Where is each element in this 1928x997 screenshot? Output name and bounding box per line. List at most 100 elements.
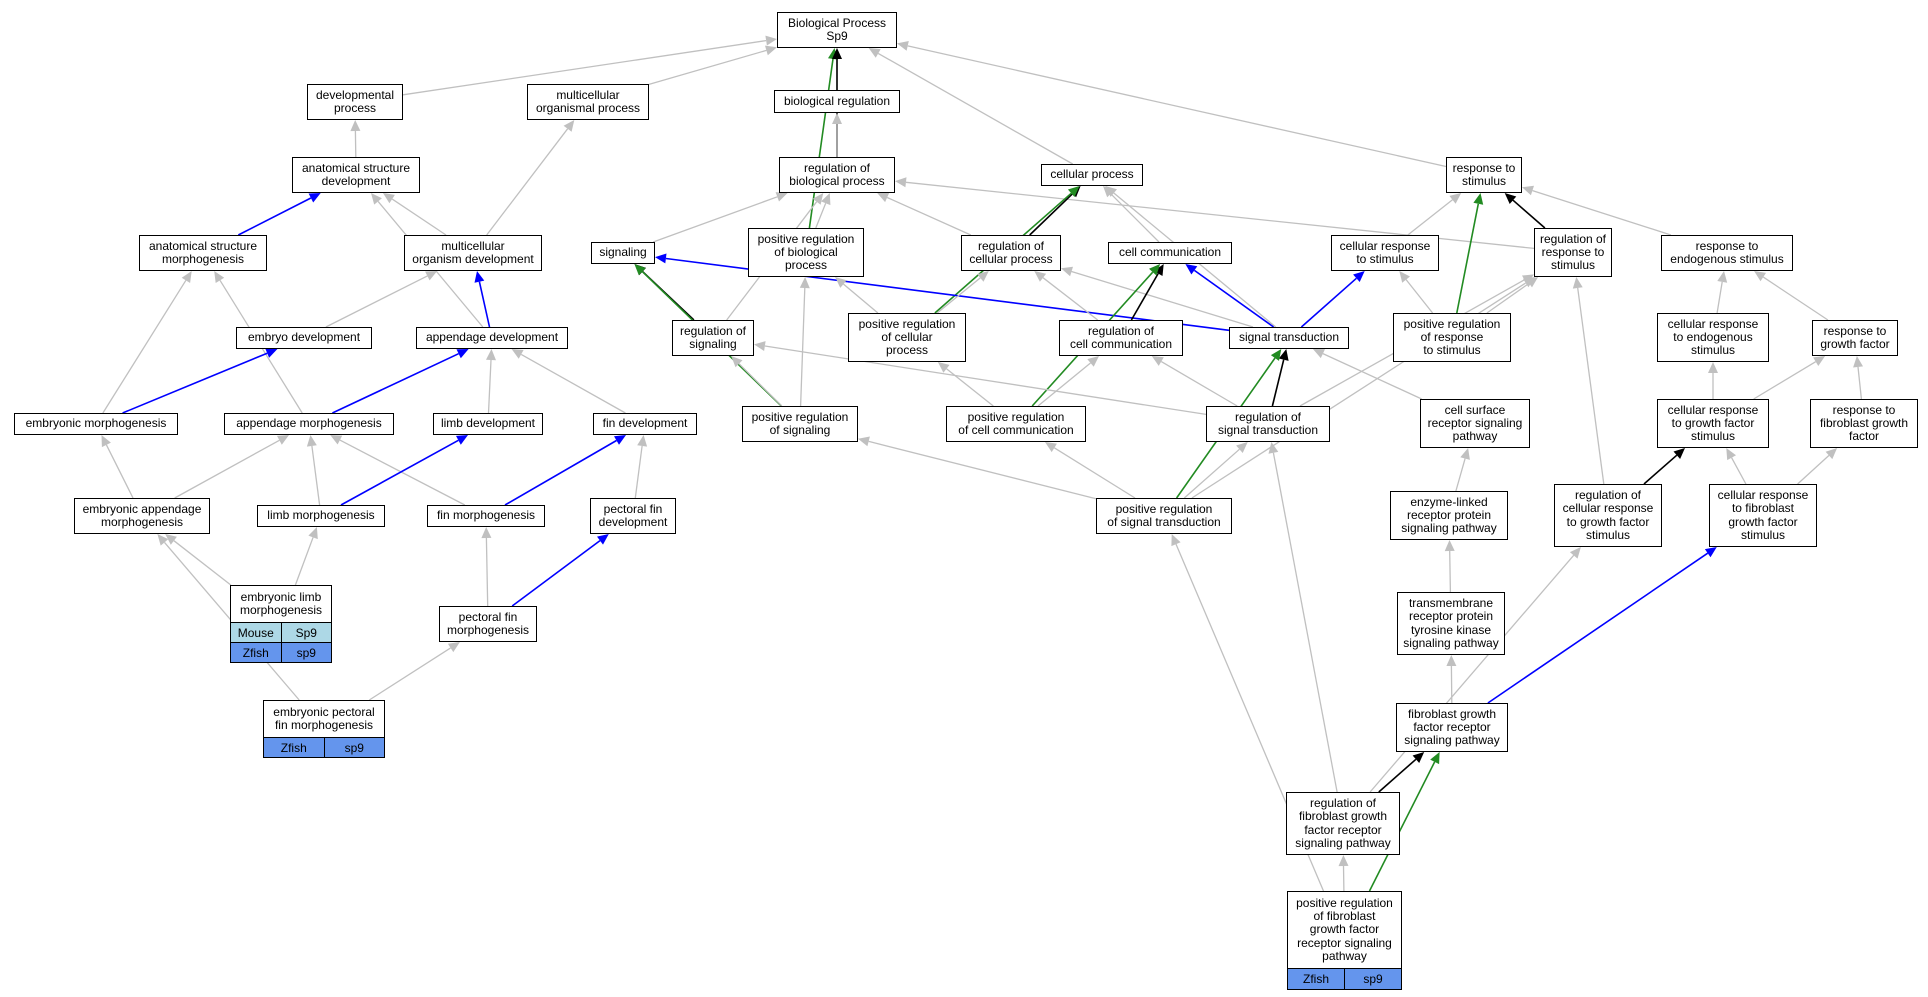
arrowhead-appdev-to-multidev	[474, 271, 485, 283]
node-title: positive regulation of fibroblast growth…	[1296, 895, 1393, 963]
arrowhead-posregfgfr-to-fgfr	[1430, 752, 1440, 765]
node-positive-regulation-of-signal-transduction[interactable]: positive regulation of signal transducti…	[1096, 498, 1232, 534]
node-regulation-of-response-to-stimulus[interactable]: regulation of response to stimulus	[1534, 228, 1612, 277]
node-anatomical-structure-morphogenesis[interactable]: anatomical structure morphogenesis	[139, 235, 267, 271]
node-positive-regulation-of-cellular-process[interactable]: positive regulation of cellular process	[848, 313, 966, 362]
edge-cellrespfgf-to-respfgf	[1797, 454, 1830, 485]
arrowhead-regresp-to-regbio	[895, 177, 907, 188]
node-regulation-of-signaling[interactable]: regulation of signaling	[672, 320, 754, 356]
edge-findev-to-appdev	[520, 353, 626, 414]
arrowhead-cellresp-to-resp	[1449, 193, 1462, 204]
node-appendage-morphogenesis[interactable]: appendage morphogenesis	[224, 413, 394, 435]
node-title: embryonic limb morphogenesis	[239, 589, 323, 617]
node-positive-regulation-of-response-to-stimulus[interactable]: positive regulation of response to stimu…	[1393, 313, 1511, 362]
arrowhead-cellrespgf-to-cellrespendo	[1708, 362, 1718, 373]
edge-limbmorph-to-limbdev	[340, 439, 459, 506]
node-limb-morphogenesis[interactable]: limb morphogenesis	[257, 505, 385, 527]
arrowhead-embpec-to-embappmorph	[157, 534, 169, 546]
node-biological-regulation[interactable]: biological regulation	[774, 90, 900, 113]
node-developmental-process[interactable]: developmental process	[307, 84, 403, 120]
arrowhead-pecfindev-to-findev	[637, 435, 648, 447]
node-signaling[interactable]: signaling	[591, 242, 655, 264]
node-transmembrane-receptor-protein-tyrosine-kinase-signaling-pathway[interactable]: transmembrane receptor protein tyrosine …	[1397, 592, 1505, 655]
node-positive-regulation-of-biological-process[interactable]: positive regulation of biological proces…	[748, 228, 864, 277]
node-response-to-fibroblast-growth-factor[interactable]: response to fibroblast growth factor	[1810, 399, 1918, 448]
arrowhead-embpec-to-pecfinmorph	[447, 642, 460, 653]
arrowhead-cellrespfgf-to-cellrespgf	[1726, 448, 1736, 461]
gene-cell: sp9	[280, 643, 331, 662]
node-pectoral-fin-morphogenesis[interactable]: pectoral fin morphogenesis	[439, 606, 537, 642]
node-positive-regulation-of-fibroblast-growth-factor-receptor-signaling-pathway[interactable]: positive regulation of fibroblast growth…	[1287, 891, 1402, 990]
arrowhead-respgf-to-respendo	[1754, 271, 1766, 282]
arrowhead-posregcomm-to-posregcell	[937, 362, 950, 373]
arrowhead-pecfinmorph-to-finmorph	[481, 527, 492, 539]
edge-appdev-to-multidev	[478, 281, 491, 328]
node-multicellular-organismal-process[interactable]: multicellular organismal process	[527, 84, 649, 120]
node-regulation-of-signal-transduction[interactable]: regulation of signal transduction	[1206, 406, 1330, 442]
arrowhead-limbmorph-to-limbdev	[456, 435, 468, 445]
node-embryonic-morphogenesis[interactable]: embryonic morphogenesis	[14, 413, 178, 435]
edge-regsigtrans-to-sigtrans	[1271, 359, 1285, 407]
edge-resp-to-bp	[907, 45, 1447, 168]
node-positive-regulation-of-signaling[interactable]: positive regulation of signaling	[742, 406, 858, 442]
edge-tmrtk-to-enzlinked	[1449, 550, 1452, 593]
node-positive-regulation-of-cell-communication[interactable]: positive regulation of cell communicatio…	[946, 406, 1086, 442]
node-cellular-response-to-stimulus[interactable]: cellular response to stimulus	[1331, 235, 1439, 271]
edge-multiorg-to-bp	[648, 49, 767, 86]
node-fin-morphogenesis[interactable]: fin morphogenesis	[427, 505, 545, 527]
arrowhead-regcell-to-regbio	[877, 192, 890, 203]
arrowhead-embappmorph-to-appmorph	[277, 435, 289, 445]
node-response-to-growth-factor[interactable]: response to growth factor	[1812, 320, 1898, 356]
node-response-to-stimulus[interactable]: response to stimulus	[1446, 157, 1522, 193]
node-cell-surface-receptor-signaling-pathway[interactable]: cell surface receptor signaling pathway	[1420, 399, 1530, 448]
arrowhead-anatdev-to-devproc	[350, 120, 361, 132]
edge-regcomm-to-regcell	[1042, 277, 1099, 321]
arrowhead-regfgfr-to-regsigtrans	[1268, 442, 1279, 454]
edge-multidev-to-multiorg	[486, 128, 569, 236]
node-regulation-of-cellular-response-to-growth-factor-stimulus[interactable]: regulation of cellular response to growt…	[1554, 484, 1662, 547]
arrowhead-posregcomm-to-cellcomm	[1149, 264, 1161, 276]
edge-fgfr-to-cellrespfgf	[1487, 552, 1709, 704]
edge-posregbio-to-bp	[808, 58, 834, 229]
node-embryonic-appendage-morphogenesis[interactable]: embryonic appendage morphogenesis	[74, 498, 210, 534]
node-regulation-of-cell-communication[interactable]: regulation of cell communication	[1059, 320, 1183, 356]
arrowhead-embdev-to-multidev	[425, 271, 438, 281]
edge-cellcomm-to-cellproc	[1110, 193, 1160, 243]
arrowhead-pecfinmorph-to-pecfindev	[597, 534, 609, 545]
node-response-to-endogenous-stimulus[interactable]: response to endogenous stimulus	[1661, 235, 1793, 271]
arrowhead-cellsurf-to-sigtrans	[1312, 349, 1325, 359]
node-embryonic-limb-morphogenesis[interactable]: embryonic limb morphogenesis Mouse Sp9 Z…	[230, 585, 332, 663]
node-limb-development[interactable]: limb development	[433, 413, 543, 435]
node-biological-process[interactable]: Biological Process Sp9	[777, 12, 897, 48]
node-cellular-response-to-endogenous-stimulus[interactable]: cellular response to endogenous stimulus	[1657, 313, 1769, 362]
node-signal-transduction[interactable]: signal transduction	[1229, 327, 1349, 349]
arrowhead-regfgfr-to-regcellrespgf	[1569, 547, 1581, 559]
node-embryo-development[interactable]: embryo development	[236, 327, 372, 349]
edge-posregbio-to-regbio	[815, 202, 827, 229]
node-regulation-of-cellular-process[interactable]: regulation of cellular process	[961, 235, 1061, 271]
node-pectoral-fin-development[interactable]: pectoral fin development	[590, 498, 676, 534]
arrowhead-sigtrans-to-cellresp	[1353, 271, 1365, 282]
node-cell-communication[interactable]: cell communication	[1108, 242, 1232, 264]
node-appendage-development[interactable]: appendage development	[416, 327, 568, 349]
node-multicellular-organism-development[interactable]: multicellular organism development	[404, 235, 542, 271]
arrowhead-limbdev-to-appdev	[486, 349, 496, 361]
edge-posregcomm-to-posregcell	[946, 368, 994, 407]
edge-cellrespgf-to-respgf	[1753, 361, 1817, 400]
edge-embappmorph-to-appmorph	[174, 439, 280, 499]
arrowhead-posregfgfr-to-posregsigtrans	[1171, 534, 1181, 547]
arrowhead-posregcell-to-cellproc	[1067, 186, 1080, 197]
node-cellular-response-to-growth-factor-stimulus[interactable]: cellular response to growth factor stimu…	[1657, 399, 1769, 448]
node-regulation-of-fibroblast-growth-factor-receptor-signaling-pathway[interactable]: regulation of fibroblast growth factor r…	[1286, 792, 1400, 855]
arrowhead-appmorph-to-anatmorph	[214, 271, 225, 283]
node-fibroblast-growth-factor-receptor-signaling-pathway[interactable]: fibroblast growth factor receptor signal…	[1396, 703, 1508, 752]
node-anatomical-structure-development[interactable]: anatomical structure development	[292, 157, 420, 193]
node-fin-development[interactable]: fin development	[593, 413, 697, 435]
edge-embdev-to-multidev	[325, 275, 428, 328]
node-enzyme-linked-receptor-protein-signaling-pathway[interactable]: enzyme-linked receptor protein signaling…	[1390, 491, 1508, 540]
node-cellular-response-to-fibroblast-growth-factor-stimulus[interactable]: cellular response to fibroblast growth f…	[1709, 484, 1817, 547]
node-cellular-process[interactable]: cellular process	[1041, 164, 1143, 186]
node-embryonic-pectoral-fin-morphogenesis[interactable]: embryonic pectoral fin morphogenesis Zfi…	[263, 700, 385, 758]
arrowhead-emblimb-to-limbmorph	[308, 527, 318, 540]
node-regulation-of-biological-process[interactable]: regulation of biological process	[779, 157, 895, 193]
